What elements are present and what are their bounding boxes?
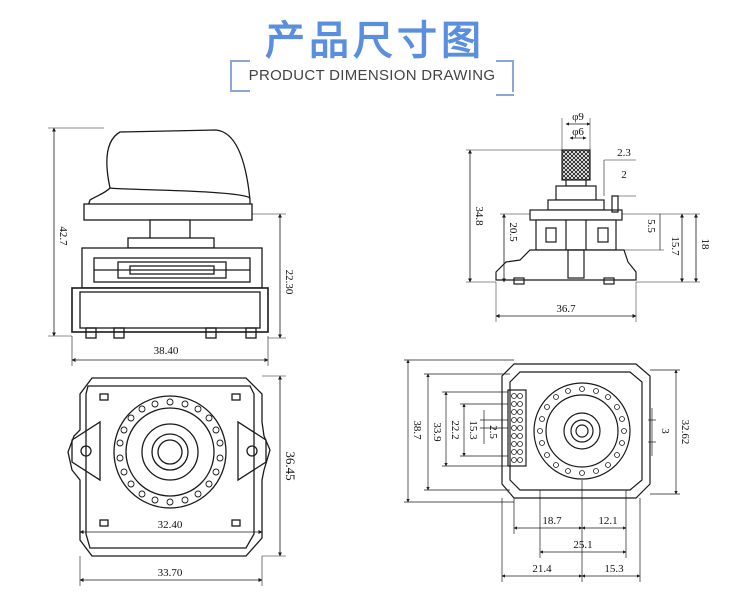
bottom-h-2-5-label: 2.5 bbox=[487, 425, 499, 439]
front-view bbox=[48, 127, 286, 366]
side-dim-15-7-label: 15.7 bbox=[669, 236, 681, 256]
bottom-h-33-9-label: 33.9 bbox=[431, 422, 443, 442]
bottom-w-25-1-label: 25.1 bbox=[573, 539, 592, 551]
front-width-label: 38.40 bbox=[154, 345, 179, 357]
front-height-base-label: 22.30 bbox=[283, 270, 295, 295]
bottom-w-15-3-label: 15.3 bbox=[604, 563, 624, 575]
bottom-view bbox=[501, 363, 651, 499]
top-inner-width-label: 32.40 bbox=[158, 519, 183, 531]
bottom-w-21-4-label: 21.4 bbox=[532, 563, 552, 575]
page-title: 产品尺寸图 bbox=[265, 18, 485, 64]
page-subtitle: PRODUCT DIMENSION DRAWING bbox=[248, 67, 496, 84]
side-height-total-label: 34.8 bbox=[473, 206, 485, 226]
bottom-h-15-3-label: 15.3 bbox=[467, 420, 479, 440]
bottom-view-dimension-lines bbox=[404, 359, 680, 582]
bottom-h-3-label: 3 bbox=[659, 428, 671, 434]
bottom-h-38-7-label: 38.7 bbox=[411, 420, 423, 440]
side-width-label: 36.7 bbox=[556, 303, 576, 315]
bottom-w-18-7-label: 18.7 bbox=[542, 515, 562, 527]
side-shaft-outer-label: φ9 bbox=[572, 111, 584, 123]
top-width-label: 33.70 bbox=[158, 567, 183, 579]
side-dim-18-label: 18 bbox=[699, 239, 711, 251]
bottom-h-22-2-label: 22.2 bbox=[449, 420, 461, 439]
side-tab-label: 2 bbox=[621, 169, 627, 181]
bottom-h-32-62-label: 32.62 bbox=[679, 420, 691, 445]
side-shaft-inner-label: φ6 bbox=[572, 126, 584, 138]
bottom-w-12-1-label: 12.1 bbox=[598, 515, 617, 527]
front-height-total-label: 42.7 bbox=[57, 226, 69, 246]
bottom-view-terminals bbox=[511, 386, 627, 476]
subtitle-frame: PRODUCT DIMENSION DRAWING bbox=[230, 60, 514, 96]
top-view bbox=[67, 375, 286, 586]
top-view-contacts bbox=[116, 398, 224, 506]
side-flat-label: 2.3 bbox=[617, 147, 631, 159]
side-height-mid-label: 20.5 bbox=[507, 222, 519, 242]
top-height-label: 36.45 bbox=[283, 451, 298, 480]
side-dim-5-5-label: 5.5 bbox=[645, 219, 657, 233]
side-view bbox=[466, 118, 700, 322]
